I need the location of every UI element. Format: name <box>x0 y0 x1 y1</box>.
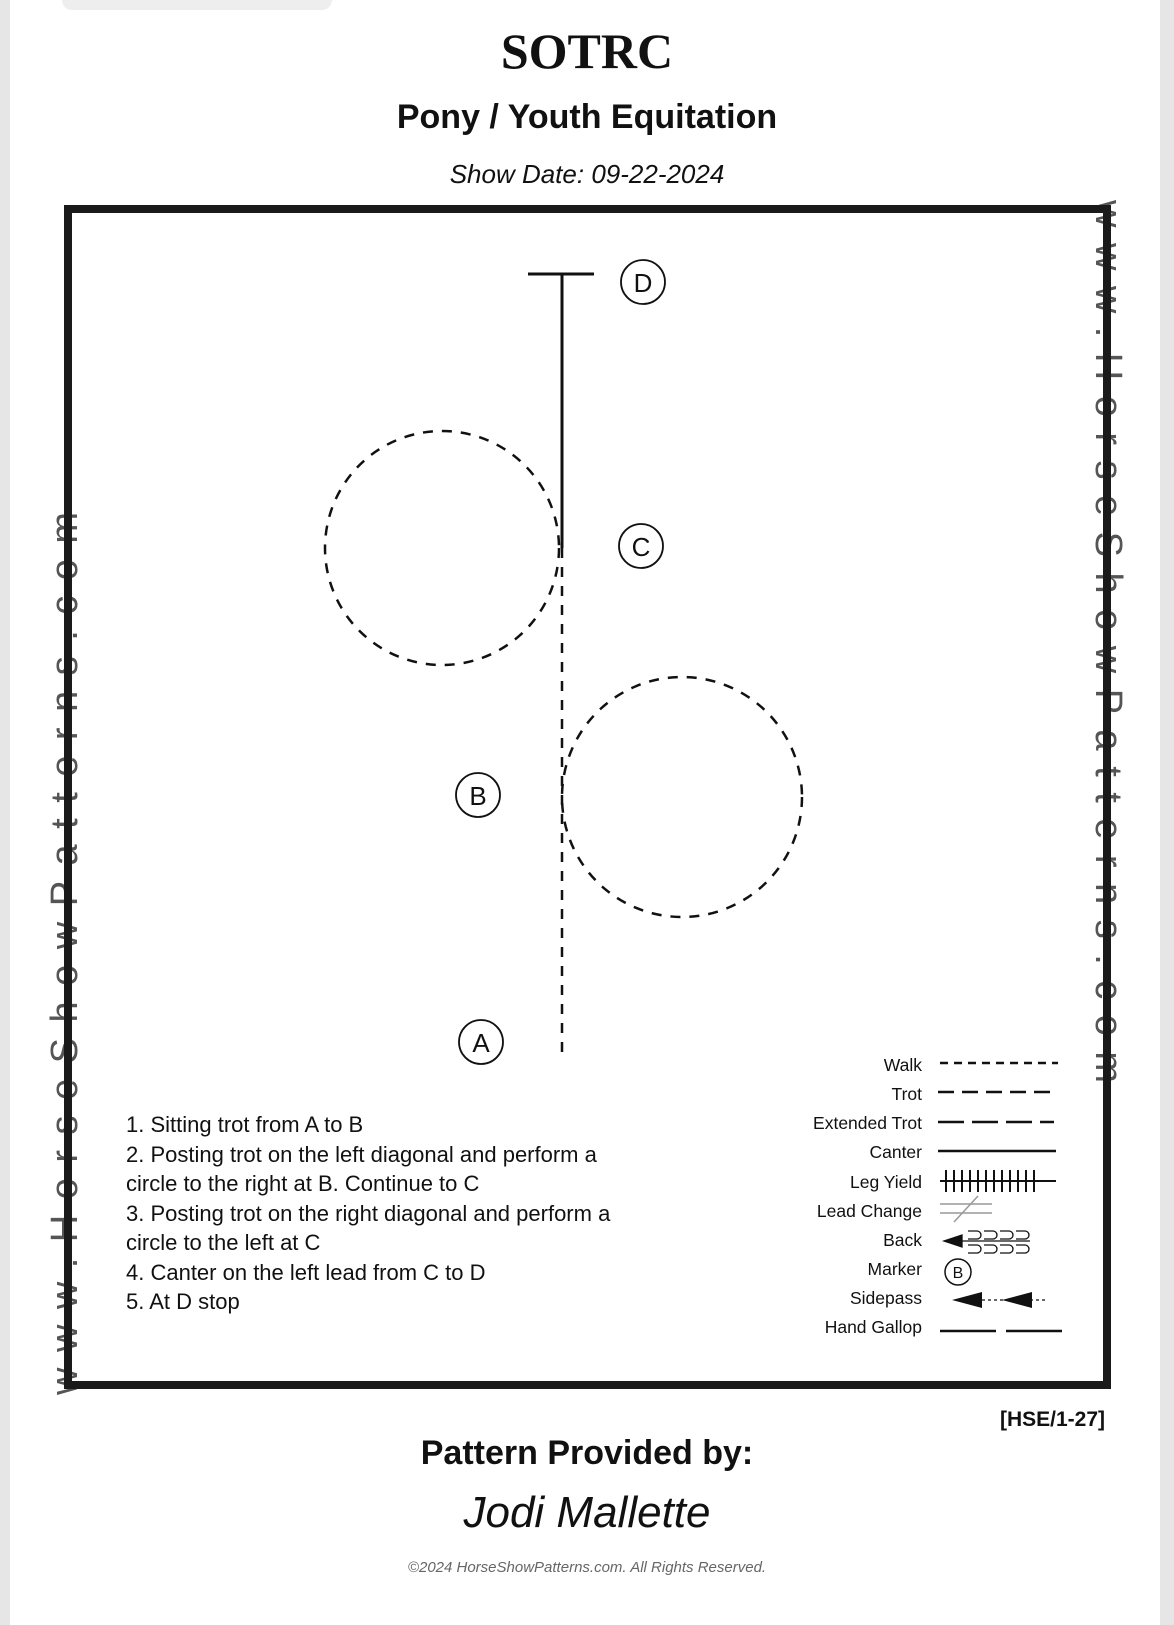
top-toolbar-edge <box>62 0 332 10</box>
marker-d: D <box>620 259 666 305</box>
legend-back-label: Back <box>883 1230 922 1250</box>
pattern-instructions: 1. Sitting trot from A to B 2. Posting t… <box>126 1110 686 1317</box>
back-symbol <box>941 1230 1030 1254</box>
author-name: Jodi Mallette <box>463 1488 711 1537</box>
copyright-notice: ©2024 HorseShowPatterns.com. All Rights … <box>407 1559 767 1576</box>
legend-canter-label: Canter <box>869 1142 922 1162</box>
legend-leg-yield-label: Leg Yield <box>849 1172 922 1192</box>
legend-marker-label: Marker <box>867 1259 922 1279</box>
marker-b: B <box>455 772 501 818</box>
marker-b-label: B <box>469 781 486 811</box>
class-name: Pony / Youth Equitation <box>396 98 778 136</box>
lead-change-symbol <box>940 1195 992 1223</box>
show-date: Show Date: 09-22-2024 <box>449 159 725 189</box>
marker-c: C <box>618 523 664 569</box>
instruction-line: 2. Posting trot on the left diagonal and… <box>126 1141 597 1167</box>
marker-c-label: C <box>632 532 651 562</box>
marker-symbol-label: B <box>953 1265 964 1282</box>
instruction-line: circle to the left at C <box>126 1230 321 1255</box>
pattern-code: [HSE/1-27] <box>1000 1408 1106 1431</box>
marker-d-label: D <box>634 268 653 298</box>
legend-sidepass-label: Sidepass <box>850 1288 922 1308</box>
document-page <box>10 0 1160 1625</box>
legend-trot-label: Trot <box>891 1084 922 1104</box>
marker-a: A <box>458 1019 504 1065</box>
arena-border <box>64 205 1111 1389</box>
legend-walk-label: Walk <box>883 1055 922 1075</box>
legend-lead-change-label: Lead Change <box>816 1201 922 1221</box>
instruction-line: 3. Posting trot on the right diagonal an… <box>126 1200 611 1226</box>
legend-hand-gallop-label: Hand Gallop <box>824 1317 922 1337</box>
instruction-line: 4. Canter on the left lead from C to D <box>126 1259 486 1285</box>
legend-extended-trot-label: Extended Trot <box>813 1113 922 1133</box>
sidepass-symbol <box>952 1292 1048 1308</box>
marker-symbol: B <box>944 1258 972 1286</box>
page-title: SOTRC <box>500 23 674 79</box>
provided-by-heading: Pattern Provided by: <box>420 1434 754 1472</box>
marker-a-label: A <box>472 1028 490 1058</box>
instruction-line: circle to the right at B. Continue to C <box>126 1171 480 1196</box>
instruction-line: 5. At D stop <box>126 1289 240 1314</box>
instruction-line: 1. Sitting trot from A to B <box>126 1112 364 1137</box>
circle-left-at-c <box>323 429 561 667</box>
leg-yield-symbol <box>940 1170 1056 1192</box>
circle-right-at-b <box>560 675 804 919</box>
